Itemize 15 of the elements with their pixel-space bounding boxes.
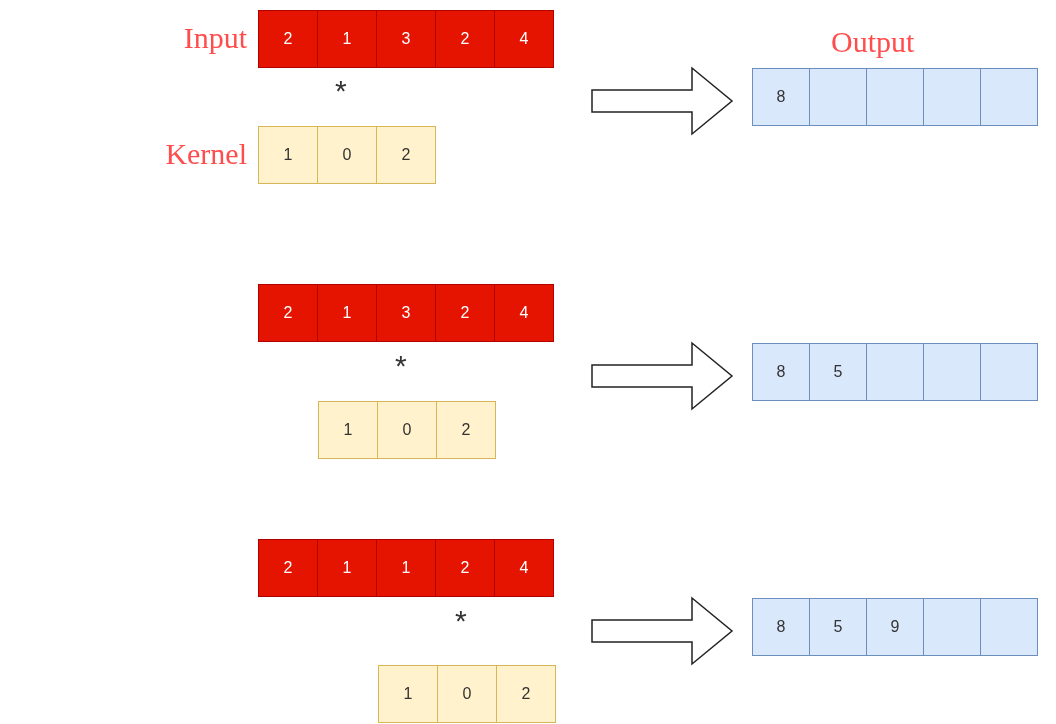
array-strip [258, 284, 554, 342]
array-strip [752, 598, 1038, 656]
array-strip [752, 343, 1038, 401]
convolution-operator: * [335, 76, 347, 106]
array-label: Output [831, 27, 915, 57]
convolution-operator: * [395, 351, 407, 381]
block-arrow [591, 66, 734, 136]
array-label: Kernel [165, 139, 247, 169]
block-arrow [591, 596, 734, 666]
array-strip [258, 539, 554, 597]
block-arrow [591, 341, 734, 411]
array-strip [378, 665, 556, 723]
array-label: Input [183, 23, 247, 53]
convolution-operator: * [455, 606, 467, 636]
array-strip [318, 401, 496, 459]
